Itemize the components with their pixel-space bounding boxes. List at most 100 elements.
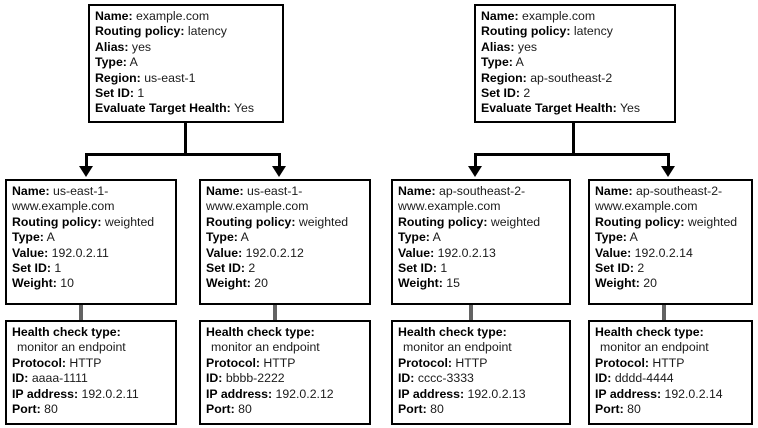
set-id-value: 1 xyxy=(137,86,145,101)
name-value-line2: www.example.com xyxy=(398,199,501,214)
weighted-record-value-row: Value: 192.0.2.11 xyxy=(12,246,171,261)
alias-record-routing-policy-row: Routing policy: latency xyxy=(481,24,670,39)
ip-address-value: 192.0.2.11 xyxy=(81,386,139,401)
ip-address-label: IP address: xyxy=(206,386,273,401)
weighted-record-type-row: Type: A xyxy=(206,230,365,245)
protocol-label: Protocol: xyxy=(595,355,649,370)
name-label: Name: xyxy=(95,9,133,23)
type-value: A xyxy=(129,55,138,70)
protocol-value: HTTP xyxy=(652,355,685,370)
connector-drop-right-1 xyxy=(474,153,477,167)
routing-policy-value: weighted xyxy=(104,214,155,229)
alias-record-set-id-row: Set ID: 2 xyxy=(481,86,670,101)
id-value: dddd-4444 xyxy=(614,371,674,386)
value-value: 192.0.2.14 xyxy=(634,245,693,260)
connector-drop-left-1 xyxy=(85,153,88,167)
routing-policy-value: weighted xyxy=(490,214,541,229)
weighted-record-routing-policy-row: Routing policy: weighted xyxy=(398,215,565,230)
set-id-value: 2 xyxy=(248,261,256,276)
health-check-id-row: ID: cccc-3333 xyxy=(398,371,565,386)
port-label: Port: xyxy=(398,402,427,417)
value-label: Value: xyxy=(595,245,632,260)
routing-policy-label: Routing policy: xyxy=(12,214,102,229)
port-value: 80 xyxy=(44,402,58,417)
health-check-node-1: Health check type: monitor an endpoint P… xyxy=(5,320,177,425)
set-id-label: Set ID: xyxy=(595,261,634,276)
alias-record-type-row: Type: A xyxy=(481,55,670,70)
port-label: Port: xyxy=(12,402,41,417)
health-check-id-row: ID: aaaa-1111 xyxy=(12,371,171,386)
type-label: Type: xyxy=(12,230,44,245)
weighted-record-set-id-row: Set ID: 2 xyxy=(206,261,365,276)
name-value-line1: us-east-1- xyxy=(247,184,303,198)
health-check-link-4 xyxy=(662,305,666,320)
alias-value: yes xyxy=(131,39,152,54)
alias-value: yes xyxy=(517,39,538,54)
health-check-port-row: Port: 80 xyxy=(12,402,171,417)
connector-stem-right xyxy=(572,123,575,156)
set-id-label: Set ID: xyxy=(95,86,134,101)
port-label: Port: xyxy=(206,402,235,417)
evaluate-target-health-value: Yes xyxy=(233,101,255,116)
id-label: ID: xyxy=(12,371,29,386)
name-label: Name: xyxy=(481,9,519,23)
region-label: Region: xyxy=(95,70,141,85)
protocol-value: HTTP xyxy=(69,355,102,370)
type-label: Type: xyxy=(95,55,127,70)
type-value: A xyxy=(46,230,55,245)
set-id-value: 1 xyxy=(54,261,62,276)
name-label: Name: xyxy=(206,184,244,198)
set-id-value: 1 xyxy=(440,261,448,276)
health-check-id-row: ID: bbbb-2222 xyxy=(206,371,365,386)
region-value: us-east-1 xyxy=(144,70,196,85)
type-value: A xyxy=(240,230,249,245)
weight-label: Weight: xyxy=(595,276,640,291)
alias-record-name-row: Name: example.com xyxy=(481,9,670,24)
weighted-record-node-2: Name: us-east-1- www.example.com Routing… xyxy=(199,179,371,305)
health-check-type-label: Health check type: xyxy=(398,325,507,339)
health-check-link-3 xyxy=(469,305,473,320)
value-label: Value: xyxy=(206,245,243,260)
name-label: Name: xyxy=(12,184,50,198)
type-value: A xyxy=(432,230,441,245)
health-check-protocol-row: Protocol: HTTP xyxy=(12,356,171,371)
alias-record-region-row: Region: us-east-1 xyxy=(95,71,278,86)
value-value: 192.0.2.13 xyxy=(437,245,496,260)
weighted-record-routing-policy-row: Routing policy: weighted xyxy=(595,215,747,230)
routing-policy-value: latency xyxy=(573,24,613,39)
weight-value: 20 xyxy=(643,276,657,291)
weighted-record-value-row: Value: 192.0.2.14 xyxy=(595,246,747,261)
alias-record-set-id-row: Set ID: 1 xyxy=(95,86,278,101)
alias-record-alias-row: Alias: yes xyxy=(481,40,670,55)
name-value-line1: ap-southeast-2- xyxy=(636,184,723,198)
health-check-type-value: monitor an endpoint xyxy=(211,340,320,355)
type-label: Type: xyxy=(481,55,513,70)
health-check-node-3: Health check type: monitor an endpoint P… xyxy=(391,320,571,425)
alias-record-routing-policy-row: Routing policy: latency xyxy=(95,24,278,39)
ip-address-value: 192.0.2.14 xyxy=(664,386,723,401)
evaluate-target-health-value: Yes xyxy=(619,101,641,116)
health-check-type-label: Health check type: xyxy=(206,325,315,339)
connector-drop-right-2 xyxy=(667,153,670,167)
health-check-protocol-row: Protocol: HTTP xyxy=(595,356,747,371)
weighted-record-value-row: Value: 192.0.2.12 xyxy=(206,246,365,261)
connector-bar-right xyxy=(474,153,670,156)
weighted-record-weight-row: Weight: 20 xyxy=(595,276,747,291)
name-value-line2: www.example.com xyxy=(595,199,698,214)
alias-record-alias-row: Alias: yes xyxy=(95,40,278,55)
alias-record-region-row: Region: ap-southeast-2 xyxy=(481,71,670,86)
id-label: ID: xyxy=(206,371,223,386)
health-check-port-row: Port: 80 xyxy=(398,402,565,417)
ip-address-label: IP address: xyxy=(595,386,662,401)
name-value-line2: www.example.com xyxy=(12,199,115,214)
alias-record-type-row: Type: A xyxy=(95,55,278,70)
weighted-record-type-row: Type: A xyxy=(12,230,171,245)
routing-policy-value: weighted xyxy=(298,214,349,229)
alias-record-evaluate-target-health-row: Evaluate Target Health: Yes xyxy=(95,101,278,116)
port-value: 80 xyxy=(627,402,641,417)
connector-arrowhead-left-1 xyxy=(79,166,93,177)
type-value: A xyxy=(515,55,524,70)
weighted-record-name-row: Name: us-east-1- xyxy=(206,184,365,199)
type-label: Type: xyxy=(398,230,430,245)
type-value: A xyxy=(629,230,638,245)
